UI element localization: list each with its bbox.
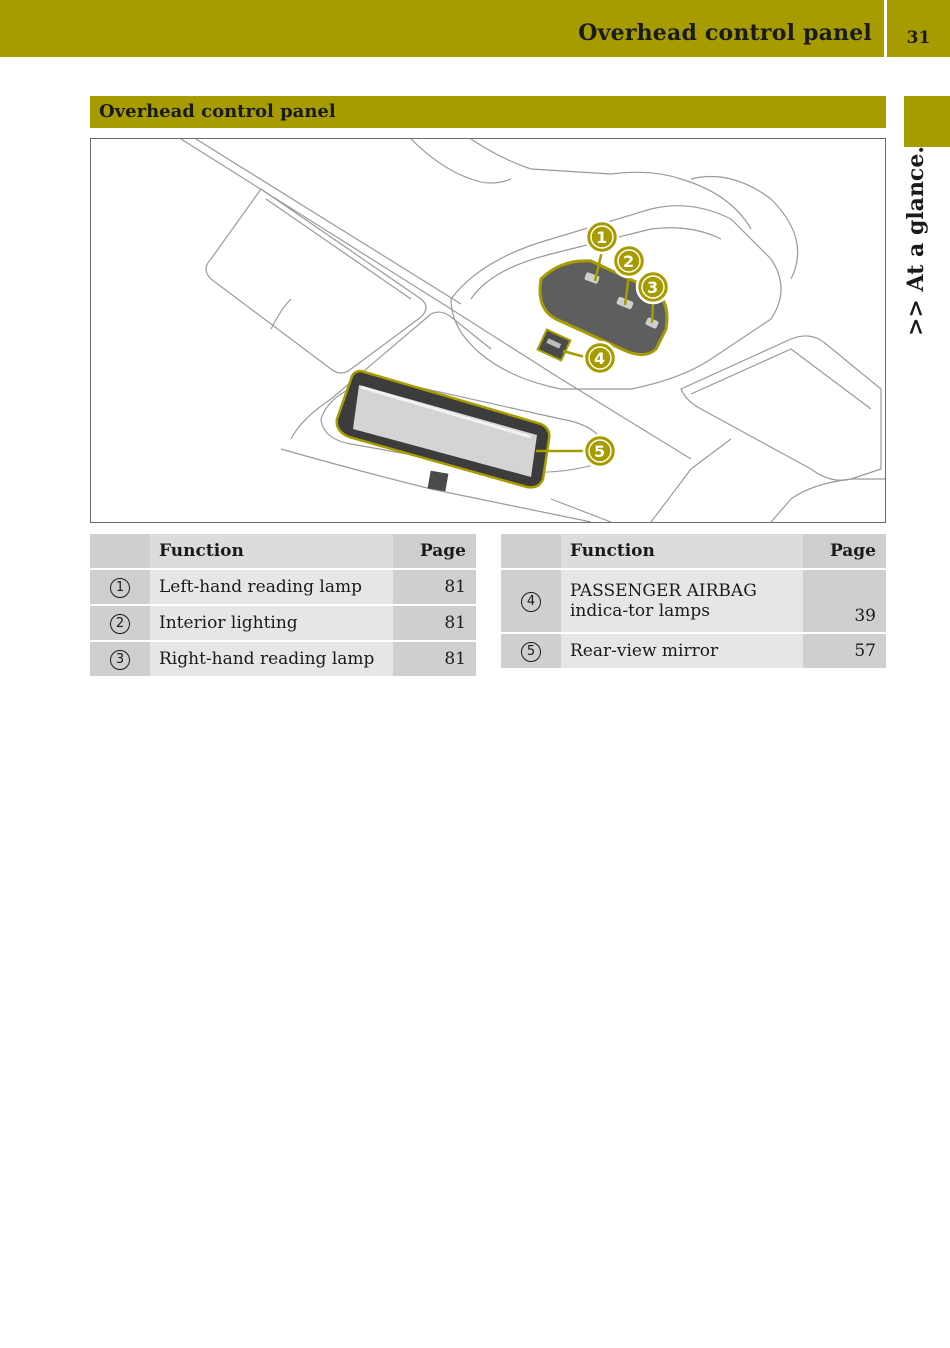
callout-4: 4	[582, 340, 618, 376]
page-number: 31	[906, 28, 931, 48]
overhead-panel-illustration: 1 2 3 4 5	[90, 138, 886, 523]
callout-3-label: 3	[647, 278, 658, 297]
item-function: PASSENGER AIRBAG indica-tor lamps	[561, 570, 803, 632]
item-function: Interior lighting	[150, 606, 393, 640]
header-title: Overhead control panel	[578, 20, 872, 46]
section-heading-text: Overhead control panel	[99, 101, 336, 122]
side-tab-marker	[904, 96, 950, 147]
header-page: Page	[393, 534, 476, 568]
function-table-left: Function Page 1 Left-hand reading lamp 8…	[90, 532, 476, 678]
header-function: Function	[150, 534, 393, 568]
table-row: 2 Interior lighting 81	[90, 606, 476, 640]
header-page: Page	[803, 534, 886, 568]
callout-2-label: 2	[623, 252, 634, 271]
item-function: Left-hand reading lamp	[150, 570, 393, 604]
item-page: 57	[803, 634, 886, 668]
table-row: 4 PASSENGER AIRBAG indica-tor lamps 39	[501, 570, 886, 632]
item-number: 5	[521, 642, 541, 662]
callout-3: 3	[635, 269, 671, 305]
page-number-box: 31	[887, 0, 950, 57]
table-header-row: Function Page	[501, 534, 886, 568]
table-row: 5 Rear-view mirror 57	[501, 634, 886, 668]
section-heading: Overhead control panel	[90, 96, 886, 128]
side-tab-label: >> At a glance.	[892, 146, 938, 340]
callout-leaders	[536, 250, 655, 453]
item-page: 39	[803, 570, 886, 632]
item-function: Rear-view mirror	[561, 634, 803, 668]
item-number: 4	[521, 592, 541, 612]
item-page: 81	[393, 642, 476, 676]
header-num-cell	[501, 534, 561, 568]
airbag-indicator	[536, 328, 572, 362]
callout-1: 1	[584, 219, 620, 255]
header-bar: Overhead control panel	[0, 0, 884, 57]
function-table-right: Function Page 4 PASSENGER AIRBAG indica-…	[501, 532, 886, 670]
header-num-cell	[90, 534, 150, 568]
table-header-row: Function Page	[90, 534, 476, 568]
side-tab-text: >> At a glance.	[903, 146, 929, 336]
rear-view-mirror	[335, 369, 551, 492]
item-page: 81	[393, 570, 476, 604]
callout-2: 2	[611, 243, 647, 279]
illustration-svg: 1 2 3 4 5	[180, 139, 885, 522]
callout-4-label: 4	[594, 349, 605, 368]
item-number: 3	[110, 650, 130, 670]
item-number: 2	[110, 614, 130, 634]
item-function: Right-hand reading lamp	[150, 642, 393, 676]
table-row: 3 Right-hand reading lamp 81	[90, 642, 476, 676]
callout-5-label: 5	[594, 442, 605, 461]
item-page: 81	[393, 606, 476, 640]
table-row: 1 Left-hand reading lamp 81	[90, 570, 476, 604]
header-function: Function	[561, 534, 803, 568]
item-number: 1	[110, 578, 130, 598]
callout-1-label: 1	[596, 228, 607, 247]
callout-5: 5	[582, 433, 618, 469]
